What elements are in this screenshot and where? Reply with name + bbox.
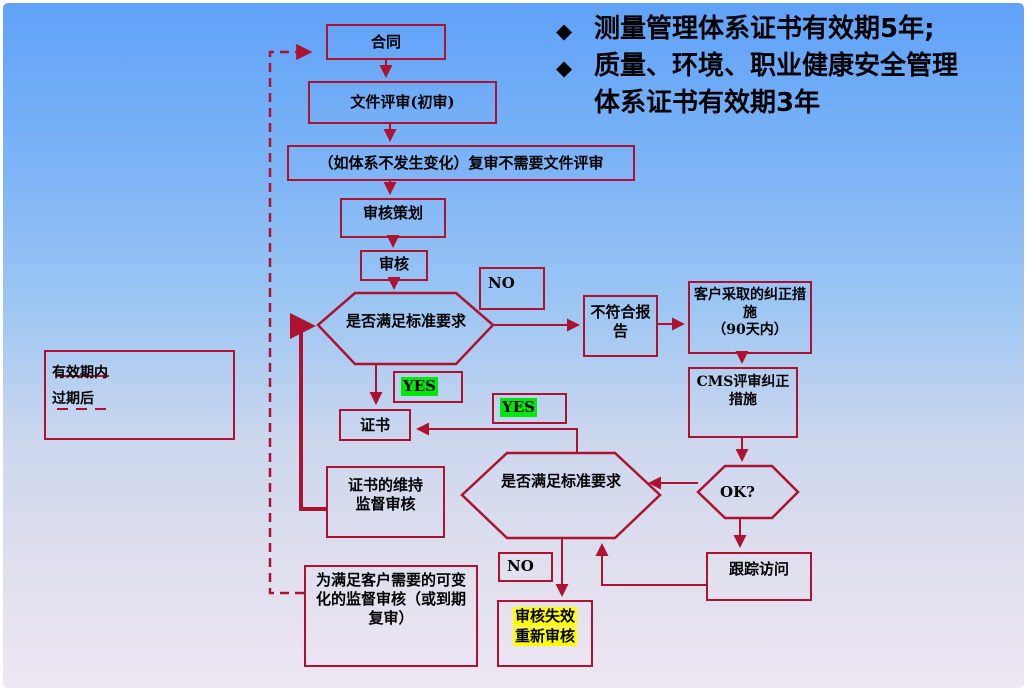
audit-invalid-line1: 审核失效 (512, 607, 577, 626)
node-audit-invalid: 审核失效 重新审核 (497, 600, 593, 667)
node-audit: 审核 (360, 250, 428, 281)
node-renewal-note-label: （如体系不发生变化）复审不需要文件评审 (318, 153, 604, 172)
diamond-bullet-icon: ◆ (556, 56, 573, 80)
no-label-1-text: NO (488, 274, 515, 292)
note-line-1: ◆ 测量管理体系证书有效期5年; (556, 12, 1022, 49)
node-no-label-1: NO (479, 267, 545, 310)
node-maintenance-audit: 证书的维持监督审核 (326, 466, 445, 538)
node-audit-planning-label: 审核策划 (362, 204, 423, 222)
yes-label-2-text: YES (500, 398, 537, 417)
node-document-review: 文件评审(初审) (308, 81, 497, 124)
notes-panel: ◆ 测量管理体系证书有效期5年; ◆ 质量、环境、职业健康安全管理 体系证书有效… (556, 12, 1022, 121)
node-audit-label: 审核 (378, 255, 409, 273)
yes-label-1-text: YES (401, 377, 438, 396)
node-maintenance-audit-label: 证书的维持监督审核 (347, 476, 423, 513)
node-certificate-label: 证书 (359, 415, 390, 434)
customer-corrective-action-label: 客户采取的纠正措施 (694, 287, 806, 321)
audit-invalid-line2: 重新审核 (512, 626, 577, 646)
customer-corrective-deadline-label: （90天内） (712, 322, 788, 338)
node-cms-review-label: CMS评审纠正措施 (696, 374, 790, 408)
decision1-label: 是否满足标准要求 (345, 312, 466, 330)
node-certificate: 证书 (339, 409, 411, 441)
note-line-3: 体系证书有效期3年 (556, 86, 1022, 121)
legend-in-validity-label: 有效期内 (52, 365, 108, 381)
node-yes-label-1: YES (393, 371, 463, 403)
connector-maintenance-to-decision1 (289, 313, 326, 511)
node-document-review-label: 文件评审(初审) (350, 93, 455, 112)
note-line-3-text: 体系证书有效期3年 (594, 88, 821, 118)
node-contract-label: 合同 (370, 32, 401, 51)
no-label-2-text: NO (507, 557, 534, 575)
node-follow-up-visit-label: 跟踪访问 (728, 560, 789, 578)
node-flexible-audit-label: 为满足客户需要的可变化的监督审核（或到期复审） (315, 571, 466, 627)
decision2-label: 是否满足标准要求 (500, 472, 621, 490)
node-no-label-2: NO (498, 552, 553, 582)
node-flexible-audit: 为满足客户需要的可变化的监督审核（或到期复审） (304, 565, 478, 667)
node-nonconformity-report: 不符合报告 (583, 295, 658, 357)
node-renewal-note: （如体系不发生变化）复审不需要文件评审 (287, 145, 635, 181)
connector-decision2-to-certificate (416, 422, 578, 453)
node-cms-review: CMS评审纠正措施 (688, 367, 798, 438)
decision-hexagon-ok (696, 464, 800, 520)
node-audit-planning: 审核策划 (340, 198, 446, 238)
decision-ok-label: OK? (720, 483, 755, 501)
note-line-1-text: 测量管理体系证书有效期5年; (594, 14, 935, 44)
decision-hexagon-meets-requirements-2 (460, 451, 662, 540)
node-follow-up-visit: 跟踪访问 (706, 552, 812, 601)
connector-followup-to-decision2 (595, 543, 706, 586)
legend-after-expiry-label: 过期后 (52, 391, 94, 407)
note-line-2: ◆ 质量、环境、职业健康安全管理 (556, 49, 1022, 86)
node-customer-corrective-action: 客户采取的纠正措施 （90天内） (688, 281, 812, 354)
diamond-bullet-icon: ◆ (556, 19, 573, 43)
node-nonconformity-report-label: 不符合报告 (590, 303, 651, 340)
node-contract: 合同 (326, 24, 446, 60)
slide-background (3, 3, 1024, 688)
note-line-2-text: 质量、环境、职业健康安全管理 (594, 51, 959, 81)
node-yes-label-2: YES (492, 393, 567, 424)
legend-box (44, 350, 235, 440)
connector-flexibleaudit-to-contract-dashed (268, 43, 313, 595)
